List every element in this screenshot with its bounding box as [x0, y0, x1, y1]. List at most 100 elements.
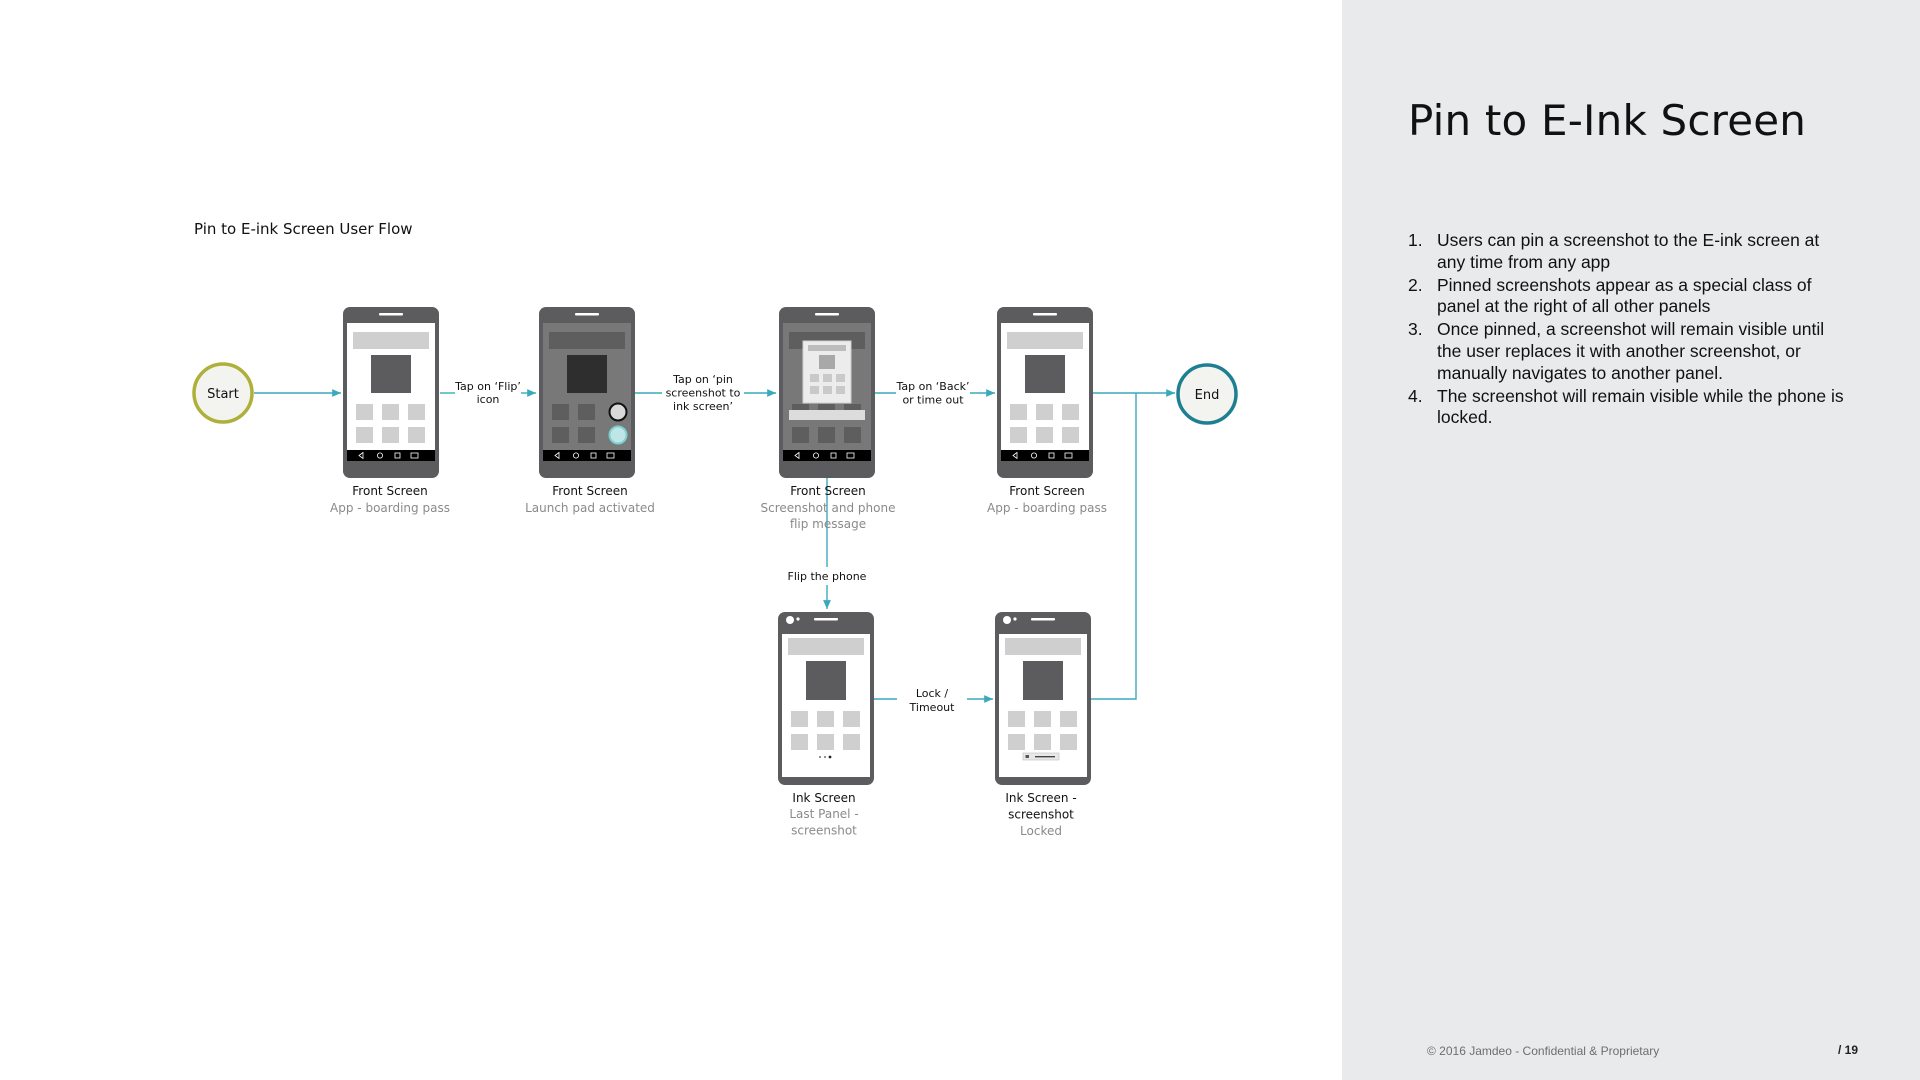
edge-label-flip-phone: Flip the phone: [788, 570, 867, 583]
page-indicator-dots: [818, 755, 832, 759]
label-line: Flip the phone: [788, 570, 867, 583]
label-line: Timeout: [909, 701, 956, 714]
phone-ink-screen: [778, 612, 874, 785]
split-icon: [410, 452, 419, 459]
nav-bar: [783, 450, 871, 461]
screen-header-block: [353, 332, 429, 349]
label-line: Front Screen: [552, 484, 627, 498]
app-tile: [1060, 734, 1077, 750]
start-label: Start: [207, 387, 239, 402]
app-tile: [1008, 711, 1025, 727]
home-icon: [813, 452, 820, 459]
earpiece: [1031, 618, 1055, 621]
app-tile: [552, 404, 569, 420]
page-title: Pin to E-Ink Screen: [1408, 96, 1807, 145]
label-line: Front Screen: [1009, 484, 1084, 498]
lock-status-bar: [1022, 752, 1060, 761]
list-item: 3.Once pinned, a screenshot will remain …: [1408, 319, 1848, 384]
list-item-number: 2.: [1408, 274, 1423, 295]
list-item-text: Pinned screenshots appear as a special c…: [1437, 274, 1812, 317]
split-icon: [606, 452, 615, 459]
edge-label-lock-timeout: Lock /Timeout: [909, 687, 956, 714]
list-item: 2. Pinned screenshots appear as a special…: [1408, 275, 1848, 319]
back-icon: [358, 451, 364, 460]
phone-front-screen-1: [343, 307, 439, 478]
app-tile: [578, 404, 595, 420]
label-line: Tap on ‘pin: [672, 373, 733, 386]
caption-s1-title: Front Screen: [352, 484, 427, 498]
flow-connectors: [254, 389, 1175, 703]
back-icon: [1012, 451, 1018, 460]
earpiece: [379, 313, 403, 316]
nav-bar: [1001, 450, 1089, 461]
boarding-pass-image: [371, 355, 411, 393]
earpiece: [1033, 313, 1057, 316]
screenshot-thumbnail: [802, 340, 852, 404]
flip-message-banner: [789, 410, 865, 420]
label-line: Ink Screen: [792, 791, 855, 805]
phone-screen: [782, 634, 870, 777]
list-item-number: 1.: [1408, 230, 1423, 250]
edge-label-tap-flip: Tap on ‘Flip’icon: [454, 380, 521, 406]
back-icon: [554, 451, 560, 460]
screen-header-block: [549, 332, 625, 349]
page-number: / 19: [1838, 1043, 1859, 1057]
nav-bar: [347, 450, 435, 461]
app-tile: [792, 427, 809, 443]
list-item: 4.The screenshot will remain visible whi…: [1408, 386, 1848, 430]
label-line: ink screen’: [673, 400, 733, 413]
boarding-pass-image: [806, 661, 846, 700]
app-tile: [843, 734, 860, 750]
home-icon: [377, 452, 384, 459]
pin-icon[interactable]: [608, 425, 628, 445]
app-tile: [408, 404, 425, 420]
app-tile: [578, 427, 595, 443]
home-icon: [1031, 452, 1038, 459]
app-tile: [552, 427, 569, 443]
caption-s2-subtitle: Launch pad activated: [525, 501, 655, 515]
split-icon: [846, 452, 855, 459]
app-tile: [408, 427, 425, 443]
boarding-pass-image: [567, 355, 607, 393]
app-tile: [382, 404, 399, 420]
screen-header-block: [788, 638, 864, 655]
caption-s5-subtitle: Last Panel -screenshot: [789, 807, 858, 838]
label-line: Front Screen: [352, 484, 427, 498]
label-line: Launch pad activated: [525, 501, 655, 515]
phone-ink-screen-locked: [995, 612, 1091, 785]
split-icon: [1064, 452, 1073, 459]
lock-icon: [1025, 755, 1029, 758]
app-tile: [1062, 404, 1079, 420]
start-node: Start: [192, 362, 254, 424]
label-line: flip message: [790, 517, 866, 531]
diagram-title: Pin to E-ink Screen User Flow: [194, 220, 413, 238]
label-line: Tap on ‘Flip’: [454, 380, 521, 393]
label-line: Tap on ‘Back’: [895, 380, 969, 393]
app-tile: [1010, 427, 1027, 443]
app-tile: [1034, 711, 1051, 727]
app-tile: [817, 734, 834, 750]
caption-s6-subtitle: Locked: [1020, 824, 1062, 838]
flip-icon[interactable]: [608, 402, 628, 422]
caption-s4-title: Front Screen: [1009, 484, 1084, 498]
label-line: or time out: [902, 394, 964, 407]
back-icon: [794, 451, 800, 460]
label-line: screenshot to: [666, 387, 741, 400]
app-tile: [1036, 404, 1053, 420]
boarding-pass-image: [1025, 355, 1065, 393]
app-tile: [356, 427, 373, 443]
camera-icon: [1003, 616, 1011, 624]
app-tile: [1034, 734, 1051, 750]
app-tile: [818, 427, 835, 443]
app-tile: [1008, 734, 1025, 750]
earpiece: [814, 618, 838, 621]
label-line: Screenshot and phone: [761, 501, 896, 515]
label-line: Ink Screen -: [1005, 791, 1076, 805]
phone-front-screen-launch-pad: [539, 307, 635, 478]
label-line: App - boarding pass: [987, 501, 1107, 515]
home-icon: [573, 452, 580, 459]
list-item-text: The screenshot will remain visible while…: [1437, 385, 1844, 428]
app-tile: [844, 427, 861, 443]
phone-front-screen-4: [997, 307, 1093, 478]
